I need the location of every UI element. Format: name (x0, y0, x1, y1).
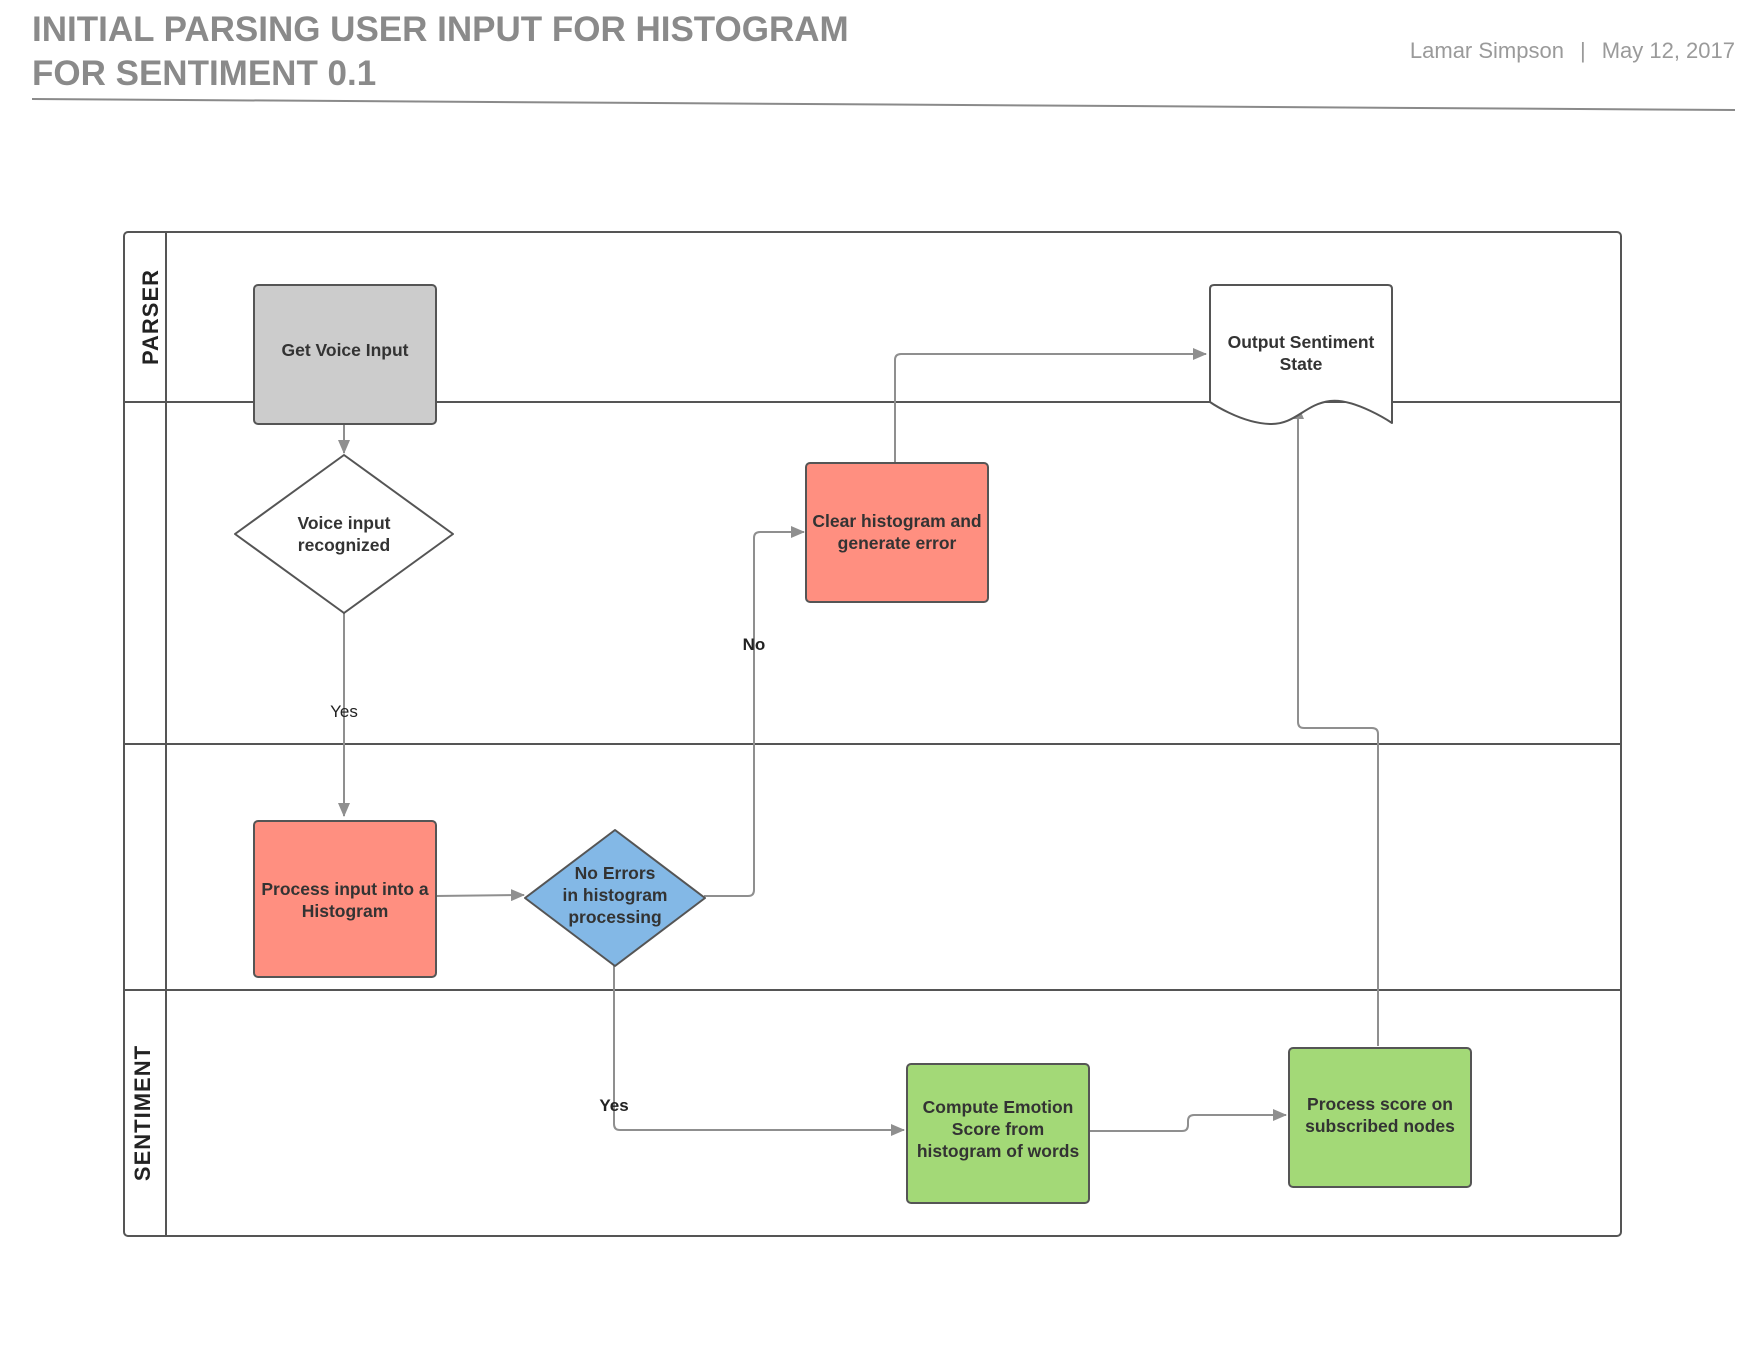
node-get-voice-input-shape (253, 284, 437, 425)
node-voice-input-recognized-shape (234, 454, 454, 614)
node-clear-histogram-shape (805, 462, 989, 603)
document-title-line-1: INITIAL PARSING USER INPUT FOR HISTOGRAM (32, 10, 849, 49)
lane-label-parser: PARSER (138, 269, 163, 365)
connector-noerrors-no-to-clear (704, 526, 805, 897)
node-process-input-histogram-shape (253, 820, 437, 978)
node-compute-emotion-score-shape (906, 1063, 1090, 1204)
node-process-score-line-2: subscribed nodes (1305, 1116, 1455, 1136)
document-date: May 12, 2017 (1601, 38, 1735, 63)
node-no-errors-decision[interactable]: No Errors in histogram processing (524, 829, 706, 967)
node-no-errors-decision-shape (524, 829, 706, 967)
connector-noerrors-yes-to-compute (613, 964, 905, 1136)
node-compute-emotion-score-line-1: Compute Emotion (923, 1097, 1074, 1117)
node-clear-histogram[interactable]: Clear histogram and generate error (805, 462, 989, 603)
connector-process-to-noerrors (434, 889, 525, 902)
edge-label-yes-recognized: Yes (330, 702, 358, 721)
node-process-score[interactable]: Process score on subscribed nodes (1288, 1047, 1472, 1188)
document-title-line-2: FOR SENTIMENT 0.1 (32, 54, 377, 93)
node-process-input-histogram-line-2: Histogram (302, 901, 389, 921)
node-process-score-line-1: Process score on (1307, 1094, 1453, 1114)
meta-separator: | (1579, 38, 1586, 63)
node-clear-histogram-line-2: generate error (838, 533, 957, 553)
swimlane-border (123, 231, 1622, 1237)
header-divider (31, 98, 1736, 111)
node-process-score-shape (1288, 1047, 1472, 1188)
node-clear-histogram-line-1: Clear histogram and (812, 511, 981, 531)
node-compute-emotion-score[interactable]: Compute Emotion Score from histogram of … (906, 1063, 1090, 1204)
node-voice-input-recognized-line-2: recognized (298, 535, 390, 555)
node-output-sentiment-state-line-2: State (1280, 354, 1323, 374)
node-get-voice-input-label: Get Voice Input (281, 340, 408, 360)
connector-clear-to-output (894, 348, 1207, 462)
connector-compute-to-score (1087, 1109, 1287, 1132)
node-output-sentiment-state[interactable]: Output Sentiment State (1209, 284, 1393, 426)
node-output-sentiment-state-line-1: Output Sentiment (1228, 332, 1375, 352)
node-process-input-histogram-line-1: Process input into a (261, 879, 429, 899)
node-no-errors-decision-line-1: No Errors (575, 863, 656, 883)
node-output-sentiment-state-shape (1209, 284, 1393, 426)
connector-score-to-output (1292, 405, 1379, 1046)
author-name: Lamar Simpson (1409, 38, 1564, 63)
edge-label-yes-noerrors: Yes (599, 1096, 628, 1115)
swimlane-frame: PARSER SENTIMENT (123, 231, 1622, 1237)
document-meta: Lamar Simpson | May 12, 2017 (1410, 38, 1735, 64)
node-compute-emotion-score-line-3: histogram of words (917, 1141, 1080, 1161)
node-voice-input-recognized[interactable]: Voice input recognized (234, 454, 454, 614)
edge-label-no: No (743, 635, 766, 654)
node-no-errors-decision-line-2: in histogram (562, 885, 667, 905)
document-title: INITIAL PARSING USER INPUT FOR HISTOGRAM… (32, 8, 932, 96)
node-compute-emotion-score-line-2: Score from (952, 1119, 1044, 1139)
node-get-voice-input[interactable]: Get Voice Input (253, 284, 437, 425)
node-voice-input-recognized-line-1: Voice input (297, 513, 390, 533)
node-no-errors-decision-line-3: processing (568, 907, 661, 927)
connectors (338, 348, 1379, 1136)
lane-label-sentiment: SENTIMENT (130, 1045, 155, 1181)
node-process-input-histogram[interactable]: Process input into a Histogram (253, 820, 437, 978)
